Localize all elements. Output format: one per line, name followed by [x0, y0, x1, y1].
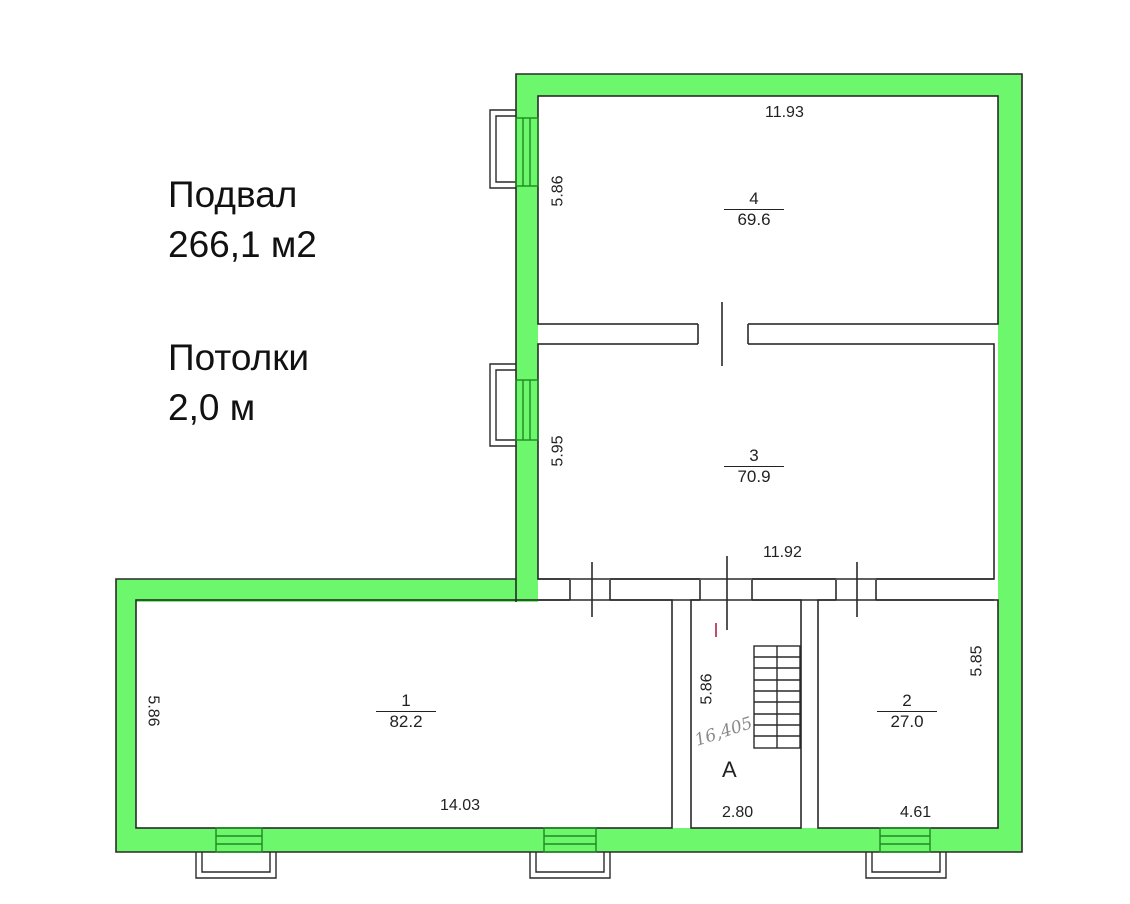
window-frames — [215, 117, 931, 853]
floor-info: Подвал 266,1 м2 — [168, 170, 317, 270]
room-area: 82.2 — [376, 711, 436, 731]
ceiling-info: Потолки 2,0 м — [168, 333, 309, 433]
floor-name: Подвал — [168, 174, 298, 215]
stairwell-height: 5.86 — [698, 673, 716, 705]
outer-wall-outline — [115, 73, 1023, 853]
room-1-width: 14.03 — [440, 797, 481, 814]
outer-walls-highlight — [116, 74, 1022, 852]
room-3-width: 11.92 — [763, 544, 802, 561]
corridor-lines — [538, 578, 994, 601]
room-1-label: 1 82.2 — [376, 692, 436, 731]
room-area: 70.9 — [724, 466, 784, 486]
room-3-height: 5.95 — [549, 435, 567, 467]
room-4-height: 5.86 — [549, 175, 567, 207]
room-2-height: 5.85 — [968, 645, 986, 677]
room-1-height: 5.86 — [144, 695, 162, 727]
stairwell-letter: А — [722, 757, 737, 782]
room-1-outline — [135, 599, 673, 829]
room-4-outline — [537, 95, 999, 325]
room-4-label: 4 69.6 — [724, 190, 784, 229]
room-number: 3 — [749, 446, 759, 465]
window-pits — [195, 109, 947, 879]
room-number: 1 — [401, 691, 411, 710]
room-area: 69.6 — [724, 209, 784, 229]
ceiling-label: Потолки — [168, 337, 310, 378]
doors — [569, 302, 877, 630]
room-2-width: 4.61 — [900, 804, 932, 821]
ceiling-height: 2,0 м — [168, 387, 256, 428]
room-area: 27.0 — [877, 711, 937, 731]
stairwell-width: 2.80 — [722, 804, 754, 821]
room-2-label: 2 27.0 — [877, 692, 937, 731]
room-number: 4 — [749, 189, 759, 208]
room-number: 2 — [902, 691, 912, 710]
room-3-label: 3 70.9 — [724, 447, 784, 486]
room-4-width: 11.93 — [765, 104, 804, 121]
staircase — [753, 645, 801, 749]
total-area: 266,1 м2 — [168, 224, 317, 265]
